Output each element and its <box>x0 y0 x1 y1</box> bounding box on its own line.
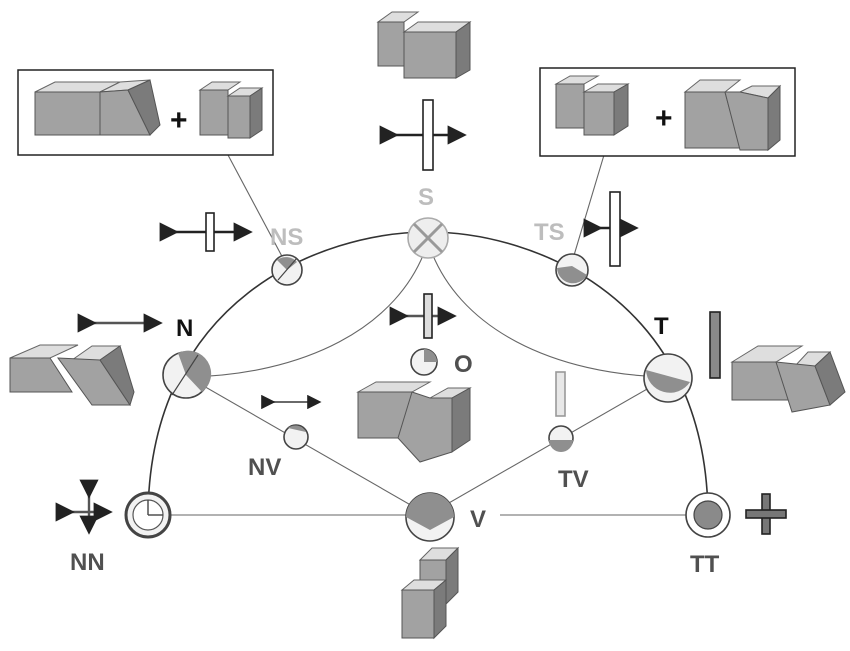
block-thrust-fault <box>730 345 846 413</box>
label-TV: TV <box>558 466 589 493</box>
stress-symbol-TS <box>583 191 639 267</box>
label-TS: TS <box>534 219 565 246</box>
stress-symbol-TT <box>745 493 787 535</box>
stereonet-V <box>405 492 455 542</box>
label-NN: NN <box>70 549 105 576</box>
label-T: T <box>654 313 669 340</box>
block-left-strike <box>198 81 264 139</box>
node-labels: S NS TS N T O NV TV V NN TT <box>70 184 720 578</box>
label-NV: NV <box>248 454 281 481</box>
stress-symbol-NN <box>55 479 113 535</box>
stereonet-TT <box>685 492 731 538</box>
block-right-strike <box>554 75 630 136</box>
block-top-strike-slip <box>376 11 472 79</box>
stereonet-TS <box>555 253 589 287</box>
label-O: O <box>454 351 473 378</box>
stereonet-NN <box>124 491 172 539</box>
block-right-thrust <box>683 79 782 152</box>
stereonet-TV <box>548 425 574 452</box>
label-TT: TT <box>690 551 720 578</box>
line-T-to-V <box>427 376 669 516</box>
block-bottom-vertical <box>400 546 460 640</box>
combination-box-right: + <box>539 67 796 157</box>
combination-plus-right: + <box>655 102 673 135</box>
line-N-to-V <box>187 376 429 516</box>
stereonet-N <box>162 350 212 399</box>
block-oblique-fault <box>356 381 472 463</box>
leader-TS-box <box>571 154 605 263</box>
label-S: S <box>418 184 434 211</box>
stereonet-O <box>410 348 438 376</box>
label-N: N <box>176 315 193 342</box>
stress-symbol-TV <box>555 371 566 417</box>
stress-symbol-O <box>389 293 457 339</box>
block-left-offset <box>34 79 161 136</box>
block-normal-fault <box>9 344 135 407</box>
stress-symbol-S <box>379 99 467 171</box>
combination-plus-left: + <box>170 104 188 137</box>
combination-box-left: + <box>17 69 274 156</box>
curve-S-to-N <box>187 241 429 378</box>
label-V: V <box>470 506 486 533</box>
label-NS: NS <box>270 224 303 251</box>
leader-NS-box <box>227 154 286 263</box>
stereonet-NV <box>283 424 309 450</box>
stereonet-T <box>643 353 693 403</box>
stress-symbol-T <box>709 311 721 379</box>
stress-symbol-NS <box>159 212 253 252</box>
stereonet-S <box>407 217 449 259</box>
stereonet-NS <box>271 254 303 286</box>
curve-S-to-T <box>427 241 669 378</box>
